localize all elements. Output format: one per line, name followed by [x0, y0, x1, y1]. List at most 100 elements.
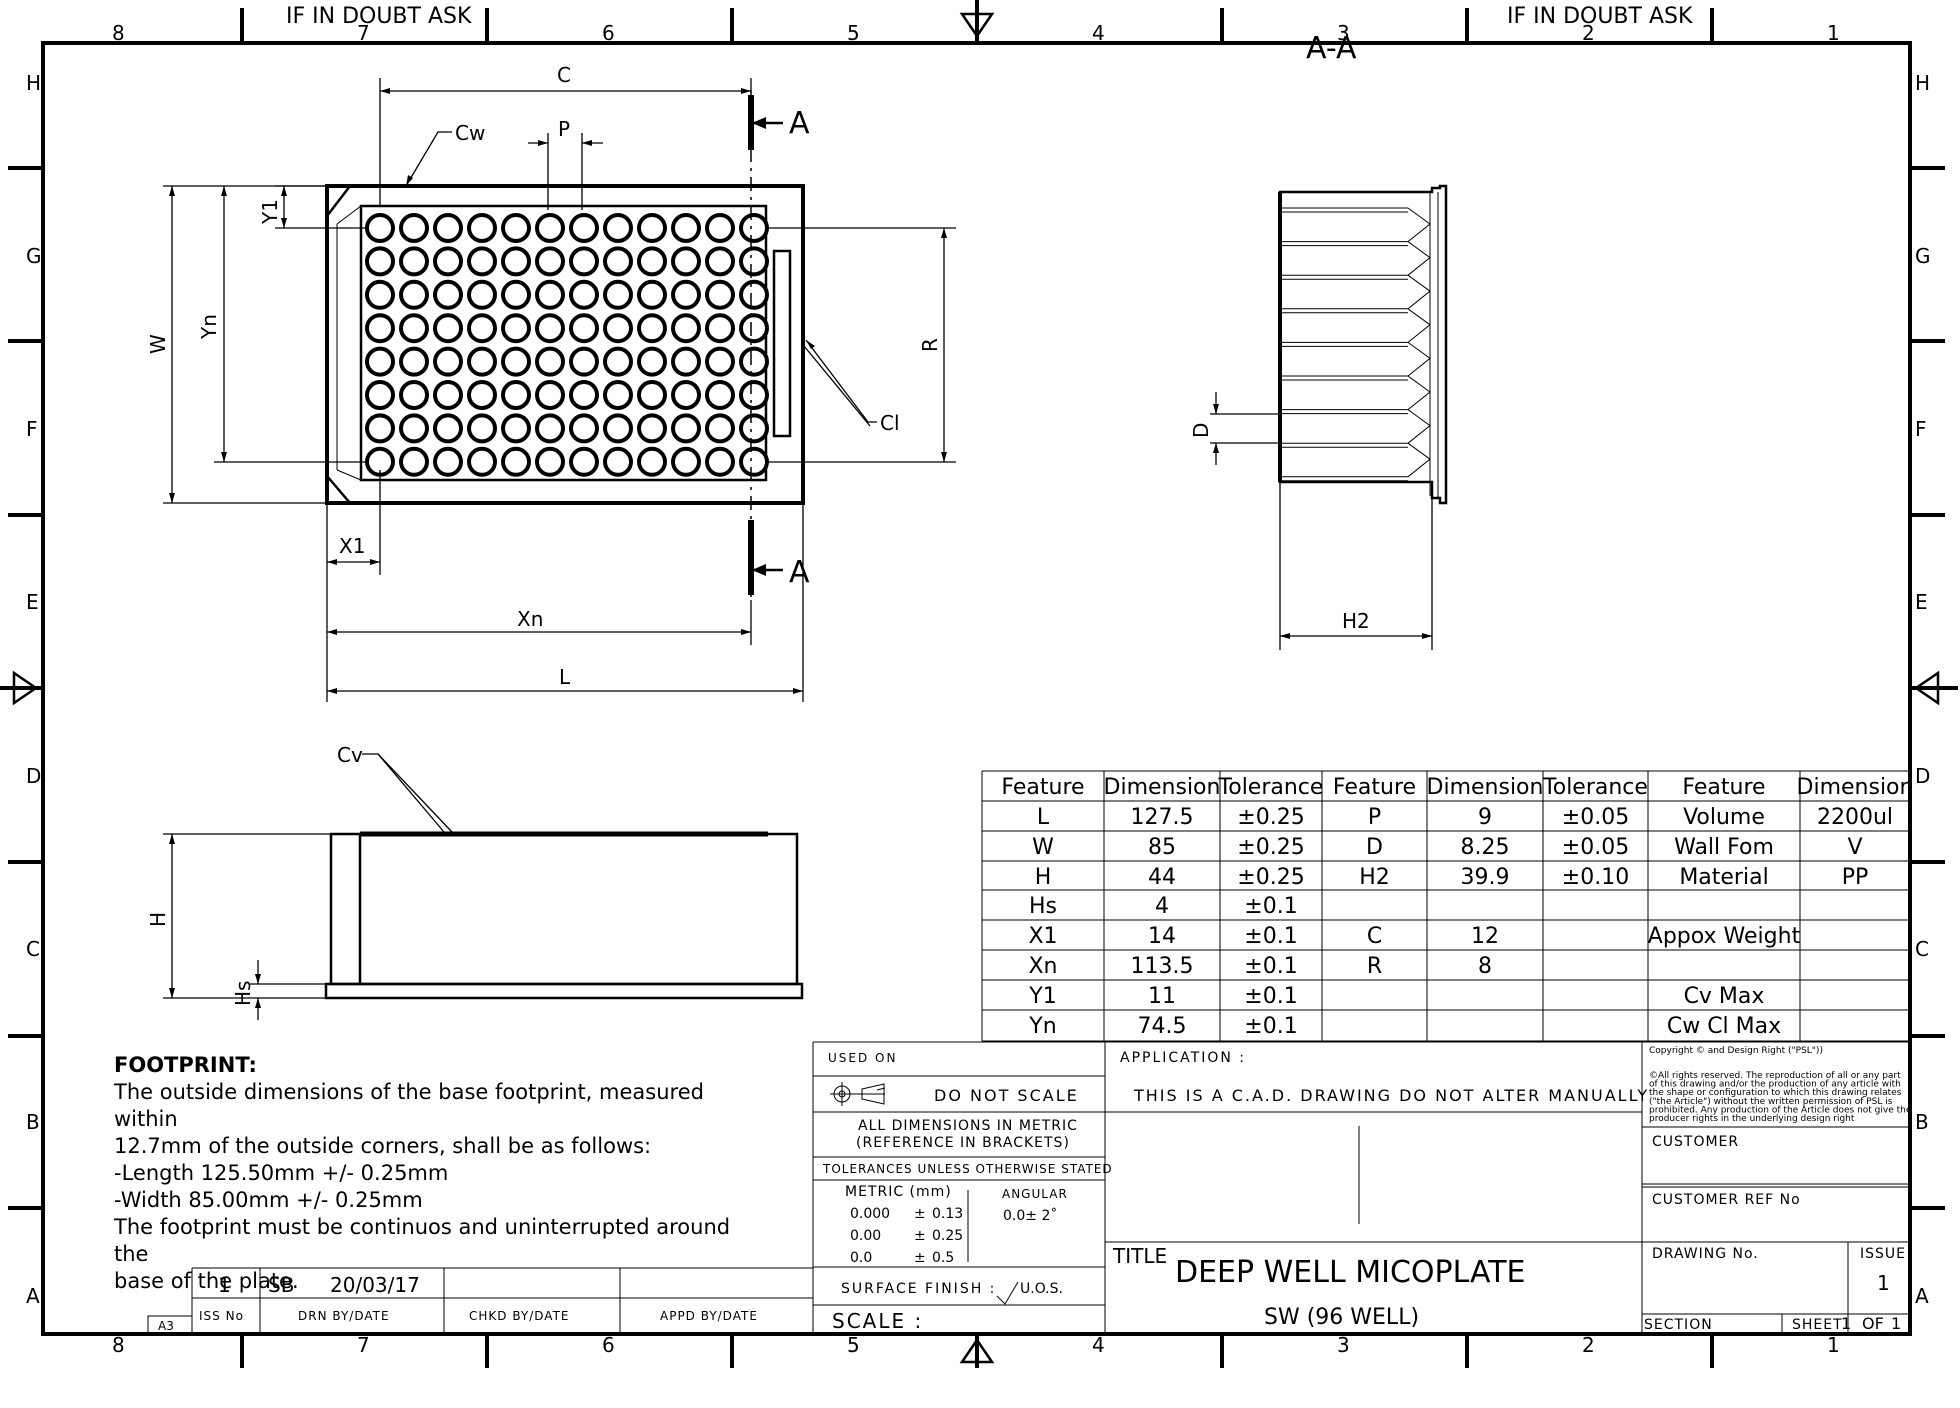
metric-label: METRIC (mm) — [845, 1184, 952, 1200]
well — [399, 279, 429, 310]
issue-label: ISSUE — [1860, 1246, 1906, 1262]
copyright-line: producer rights in the underlying design… — [1649, 1114, 1855, 1124]
table-cell: R — [1367, 954, 1382, 979]
table-cell: Wall Fom — [1674, 835, 1774, 860]
well — [535, 213, 565, 243]
well — [501, 380, 531, 410]
well — [535, 346, 565, 377]
plan-view: A A C P Cw Y1 W Yn — [146, 63, 956, 702]
bottom-zone-ticks — [240, 1334, 1714, 1368]
well — [433, 246, 463, 277]
zone-label-top: 7 — [357, 21, 370, 45]
footprint-line: The outside dimensions of the base footp… — [114, 1080, 704, 1131]
well — [365, 279, 395, 310]
well — [705, 413, 735, 444]
sheet-size-label: A3 — [158, 1319, 174, 1333]
copyright-notice: ©All rights reserved. The reproduction o… — [1649, 1071, 1912, 1124]
well — [739, 446, 769, 477]
tolerances-label: TOLERANCES UNLESS OTHERWISE STATED — [822, 1162, 1113, 1176]
well — [705, 446, 735, 477]
dim-label-cv: Cv — [337, 743, 363, 767]
well — [569, 446, 599, 477]
well — [705, 213, 735, 243]
table-cell: 2200ul — [1817, 805, 1893, 830]
zone-label-bottom: 2 — [1582, 1333, 1595, 1357]
well — [501, 246, 531, 277]
do-not-scale-label: DO NOT SCALE — [934, 1086, 1079, 1105]
well — [603, 380, 633, 410]
dim-label-h: H — [146, 912, 170, 927]
well — [671, 446, 701, 477]
well — [569, 246, 599, 277]
well-bottom — [1407, 341, 1431, 377]
well-bottom — [1407, 207, 1431, 242]
surface-finish-label: SURFACE FINISH : — [841, 1281, 996, 1297]
well — [705, 279, 735, 310]
well — [739, 380, 769, 410]
copyright-heading: Copyright © and Design Right ("PSL")) — [1649, 1046, 1823, 1056]
uos-label: U.O.S. — [1020, 1281, 1063, 1297]
table-header: Tolerance — [1542, 775, 1648, 800]
well — [739, 346, 769, 377]
revision-block: 1 SB 20/03/17 ISS No DRN BY/DATE CHKD BY… — [147, 1267, 813, 1335]
table-cell: Xn — [1028, 954, 1057, 979]
table-header: Feature — [1682, 775, 1765, 800]
svg-text:0.13: 0.13 — [932, 1206, 963, 1222]
well-grid — [365, 213, 769, 477]
zone-label-bottom: 4 — [1092, 1333, 1105, 1357]
table-cell: 127.5 — [1131, 805, 1194, 830]
svg-text:0.5: 0.5 — [932, 1250, 954, 1266]
well — [399, 246, 429, 277]
table-cell: 113.5 — [1131, 954, 1194, 979]
zone-label-bottom: 7 — [357, 1333, 370, 1357]
well — [433, 446, 463, 477]
well — [467, 313, 497, 344]
footprint-note: FOOTPRINT: The outside dimensions of the… — [114, 1052, 754, 1295]
zone-label-top: 3 — [1337, 21, 1350, 45]
well — [501, 346, 531, 377]
sheet-number: 1 — [1841, 1314, 1851, 1333]
table-cell: Volume — [1683, 805, 1765, 830]
well — [603, 446, 633, 477]
zone-label-bottom: 3 — [1337, 1333, 1350, 1357]
well — [467, 413, 497, 444]
zone-label-top: 6 — [602, 21, 615, 45]
dim-label-xn: Xn — [517, 607, 543, 631]
dim-label-hs: Hs — [231, 981, 255, 1006]
well — [399, 313, 429, 344]
table-header: Tolerance — [1218, 775, 1324, 800]
zone-label-right: A — [1915, 1284, 1929, 1308]
all-dims-line1: ALL DIMENSIONS IN METRIC — [858, 1118, 1078, 1134]
copyright-line: the shape or configuration to which this… — [1649, 1088, 1902, 1098]
table-cell: 39.9 — [1461, 865, 1510, 890]
copyright-line: prohibited. Any production of the Articl… — [1649, 1105, 1912, 1115]
table-cell: PP — [1842, 865, 1869, 890]
customer-label: CUSTOMER — [1652, 1134, 1739, 1150]
section-mark-a-bottom: A — [789, 555, 810, 590]
well — [535, 380, 565, 410]
table-cell: ±0.1 — [1244, 984, 1297, 1009]
zone-label-bottom: 1 — [1827, 1333, 1840, 1357]
well — [467, 446, 497, 477]
well — [535, 446, 565, 477]
centering-marks — [0, 0, 1958, 1368]
title-block: USED ON DO NOT SCALE ALL DIMENSIONS IN M… — [812, 1041, 1912, 1334]
svg-text:0.000: 0.000 — [850, 1206, 890, 1222]
table-header: Feature — [1333, 775, 1416, 800]
dim-label-w: W — [146, 334, 170, 354]
well — [569, 313, 599, 344]
dim-label-yn: Yn — [197, 314, 221, 340]
zone-label-bottom: 8 — [112, 1333, 125, 1357]
well — [739, 313, 769, 344]
table-cell: X1 — [1028, 924, 1057, 949]
table-cell: 8.25 — [1461, 835, 1510, 860]
side-zone-ticks — [8, 166, 1945, 1210]
well — [501, 213, 531, 243]
sheet-of-label: OF — [1862, 1314, 1884, 1333]
well — [637, 413, 667, 444]
well — [637, 213, 667, 243]
well — [671, 313, 701, 344]
drawing-no-label: DRAWING No. — [1652, 1246, 1759, 1262]
